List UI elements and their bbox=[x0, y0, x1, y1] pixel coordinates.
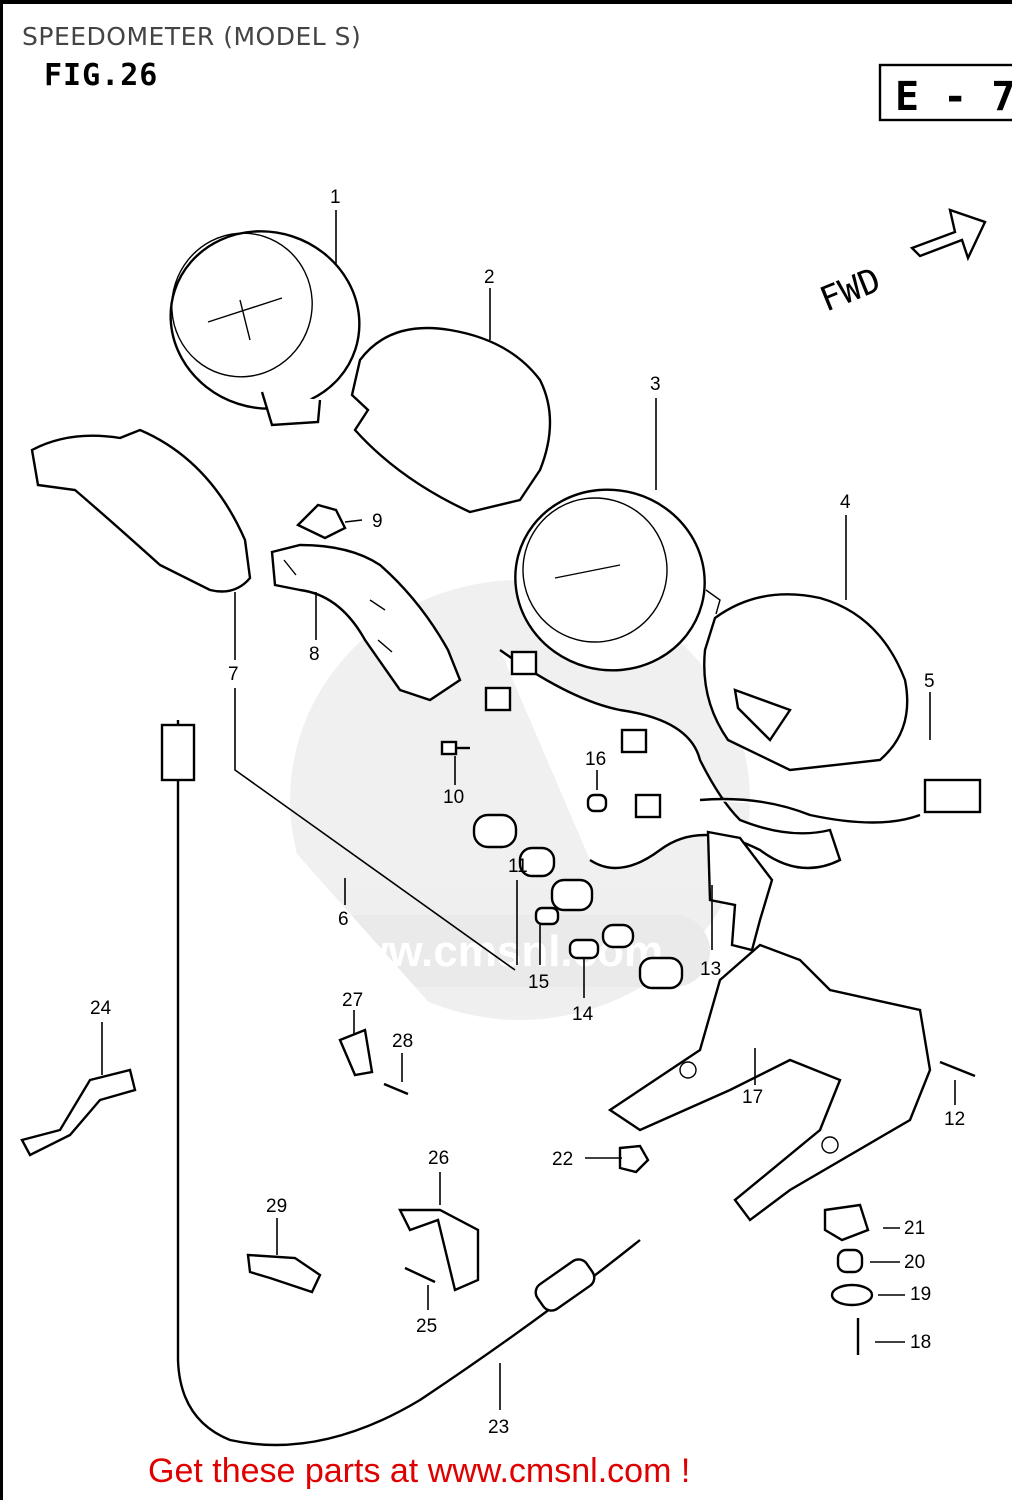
fwd-arrow: FWD bbox=[814, 208, 987, 320]
callout-5: 5 bbox=[924, 671, 935, 692]
stamp-box: E - 7 bbox=[878, 63, 1012, 122]
callout-7: 7 bbox=[228, 664, 239, 685]
meter-bracket-8 bbox=[270, 543, 462, 702]
callout-27: 27 bbox=[342, 990, 363, 1011]
callout-20: 20 bbox=[904, 1252, 925, 1273]
cap-9 bbox=[295, 503, 347, 540]
headlight-housing-7 bbox=[30, 428, 252, 593]
clamp-26 bbox=[398, 1208, 480, 1292]
callout-3: 3 bbox=[650, 374, 661, 395]
callout-26: 26 bbox=[428, 1148, 449, 1169]
leader-lines bbox=[101, 210, 956, 1410]
callout-labels: 1 2 3 4 5 6 7 8 9 10 11 12 13 14 15 16 1… bbox=[90, 187, 965, 1438]
clamp-24 bbox=[20, 1068, 137, 1157]
screw-28 bbox=[383, 1082, 409, 1096]
callout-2: 2 bbox=[484, 267, 495, 288]
clip-27 bbox=[338, 1028, 374, 1077]
callout-18: 18 bbox=[910, 1332, 931, 1353]
callout-25: 25 bbox=[416, 1316, 437, 1337]
callout-8: 8 bbox=[309, 644, 320, 665]
page-title: SPEEDOMETER (MODEL S) bbox=[22, 22, 362, 51]
callout-1: 1 bbox=[330, 187, 341, 208]
bolt-12 bbox=[939, 1060, 976, 1078]
gauge-cover-2 bbox=[350, 326, 552, 514]
clip-29 bbox=[246, 1253, 322, 1294]
callout-11: 11 bbox=[508, 856, 528, 877]
figure-label: FIG.26 bbox=[44, 58, 159, 93]
collar-20 bbox=[836, 1248, 864, 1274]
fwd-label: FWD bbox=[814, 260, 886, 320]
footer-link[interactable]: Get these parts at www.cmsnl.com ! bbox=[148, 1452, 691, 1490]
nut-22 bbox=[618, 1144, 650, 1174]
speedometer-gauge-1 bbox=[169, 230, 361, 427]
callout-14: 14 bbox=[572, 1004, 594, 1025]
stamp-label: E - 7 bbox=[895, 74, 1012, 120]
callout-22: 22 bbox=[552, 1149, 573, 1170]
callout-6: 6 bbox=[338, 909, 349, 930]
callout-13: 13 bbox=[700, 959, 721, 980]
callout-23: 23 bbox=[488, 1417, 509, 1438]
frame-left-border bbox=[0, 0, 3, 1500]
screw-10 bbox=[440, 740, 470, 756]
plate-13 bbox=[706, 830, 774, 952]
callout-21: 21 bbox=[904, 1218, 925, 1239]
callout-29: 29 bbox=[266, 1196, 287, 1217]
callout-15: 15 bbox=[528, 972, 549, 993]
main-bracket-17 bbox=[607, 943, 932, 1222]
callout-9: 9 bbox=[372, 511, 383, 532]
washer-19 bbox=[830, 1283, 874, 1307]
callout-10: 10 bbox=[443, 787, 464, 808]
callout-16: 16 bbox=[585, 749, 606, 770]
callout-24: 24 bbox=[90, 998, 112, 1019]
callout-17: 17 bbox=[742, 1087, 763, 1108]
gauge-cover-4 bbox=[703, 593, 909, 772]
callout-19: 19 bbox=[910, 1284, 931, 1305]
callout-12: 12 bbox=[944, 1109, 965, 1130]
grommet-21 bbox=[823, 1203, 870, 1242]
screw-25 bbox=[404, 1266, 436, 1284]
tachometer-gauge-3 bbox=[514, 488, 721, 672]
wiring-harness bbox=[472, 649, 982, 990]
grommet-set bbox=[823, 1203, 874, 1355]
callout-28: 28 bbox=[392, 1031, 413, 1052]
frame-top-border bbox=[0, 0, 1012, 4]
callout-4: 4 bbox=[840, 492, 851, 513]
